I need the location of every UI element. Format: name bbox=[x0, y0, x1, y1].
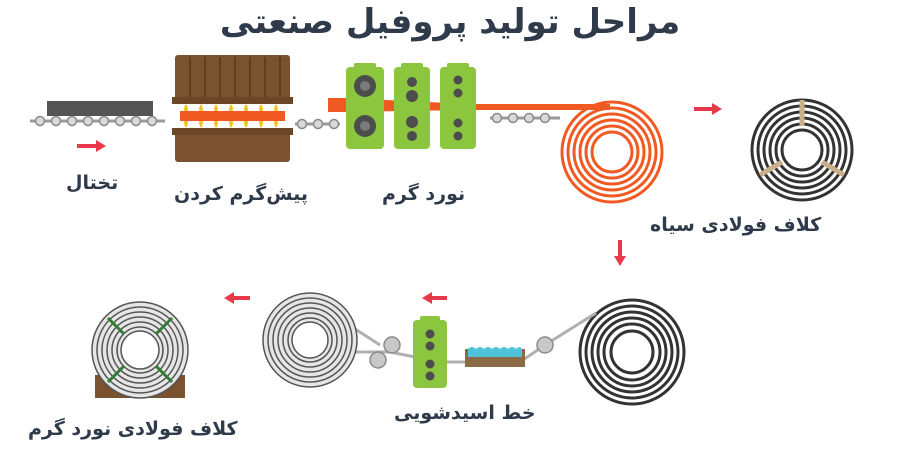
arrow-to-black-coil bbox=[694, 103, 722, 115]
slab bbox=[47, 101, 153, 116]
label-slab: تختال bbox=[66, 172, 119, 194]
rolling-stand-1 bbox=[346, 63, 384, 149]
diagram-title: مراحل تولید پروفیل صنعتی bbox=[219, 2, 681, 42]
slab-arrow bbox=[77, 140, 106, 152]
guide-rollers bbox=[369, 336, 554, 369]
arrow-left-final bbox=[224, 292, 250, 304]
transfer-conveyor bbox=[295, 118, 340, 130]
label-hot-rolled-coil: کلاف فولادی نورد گرم bbox=[28, 418, 238, 440]
pickling-stand bbox=[413, 316, 447, 388]
slab-conveyor bbox=[30, 115, 165, 127]
uncoiler-black-coil bbox=[578, 298, 686, 406]
preheating-furnace bbox=[172, 55, 293, 162]
rolling-stand-3 bbox=[440, 63, 476, 149]
hot-rolled-coil bbox=[91, 301, 189, 399]
label-pickling: خط اسیدشویی bbox=[394, 402, 536, 424]
exit-conveyor bbox=[490, 112, 560, 124]
acid-tank bbox=[465, 347, 525, 367]
arrow-left-pickling bbox=[422, 292, 447, 304]
label-hot-rolling: نورد گرم bbox=[382, 183, 466, 205]
black-steel-coil bbox=[750, 98, 854, 202]
label-preheating: پیش‌گرم کردن bbox=[174, 183, 308, 205]
hot-coil bbox=[560, 100, 664, 204]
rolling-stand-2 bbox=[394, 63, 430, 149]
recoiled-coil bbox=[262, 292, 358, 388]
arrow-down bbox=[614, 240, 626, 266]
label-black-coil: کلاف فولادی سیاه bbox=[650, 214, 822, 236]
